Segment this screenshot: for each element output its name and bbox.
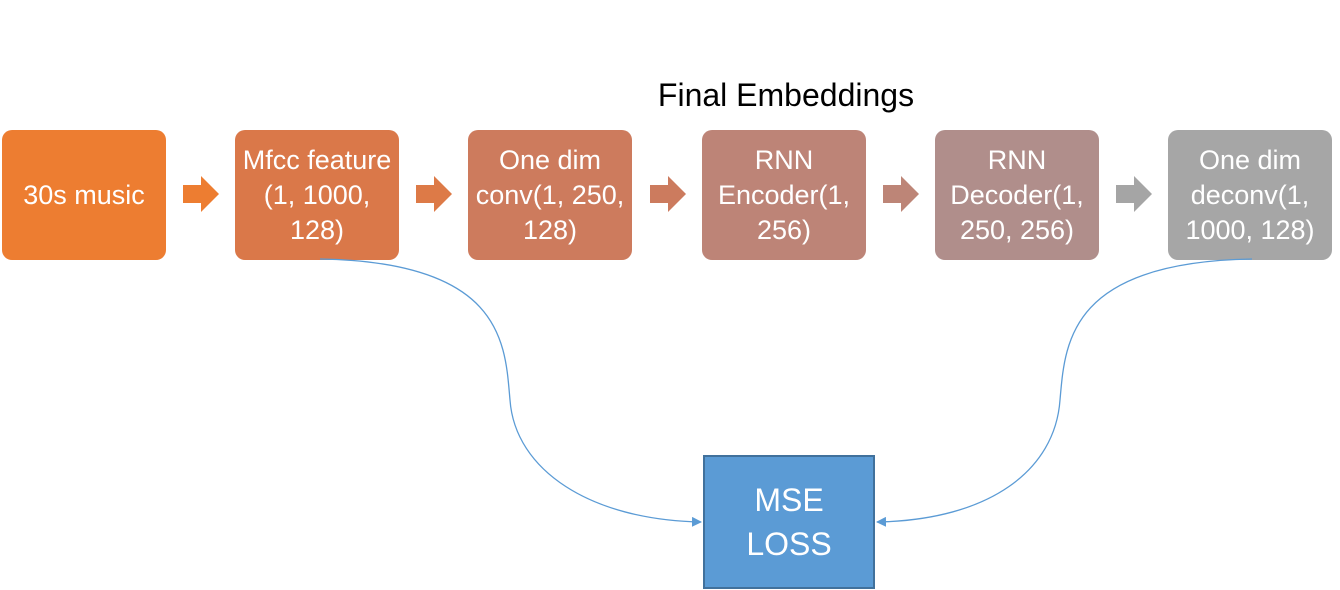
node-mfcc-feature: Mfcc feature (1, 1000, 128) [235,130,399,260]
node-rnn-decoder: RNN Decoder(1, 250, 256) [935,130,1099,260]
node-label: One dim deconv(1, 1000, 128) [1185,144,1315,245]
node-30s-music: 30s music [2,130,166,260]
flow-arrow-icon [883,176,919,212]
flow-arrow-icon [1116,176,1152,212]
node-label: RNN Decoder(1, 250, 256) [950,144,1084,245]
connector-mfcc-to-loss [319,258,702,527]
diagram-title: Final Embeddings [657,77,915,113]
connector-deconv-to-loss [876,258,1253,527]
flow-arrow-icon [183,176,219,212]
node-label: RNN Encoder(1, 256) [717,144,851,245]
mse-loss-box: MSE LOSS [703,455,875,589]
flow-arrow-icon [416,176,452,212]
node-one-dim-conv: One dim conv(1, 250, 128) [468,130,632,260]
node-label: 30s music [23,179,145,210]
loss-label: MSE LOSS [746,482,832,562]
node-label: One dim conv(1, 250, 128) [475,144,625,245]
node-one-dim-deconv: One dim deconv(1, 1000, 128) [1168,130,1332,260]
flow-arrow-icon [650,176,686,212]
node-label: Mfcc feature (1, 1000, 128) [242,144,392,245]
node-rnn-encoder: RNN Encoder(1, 256) [702,130,866,260]
